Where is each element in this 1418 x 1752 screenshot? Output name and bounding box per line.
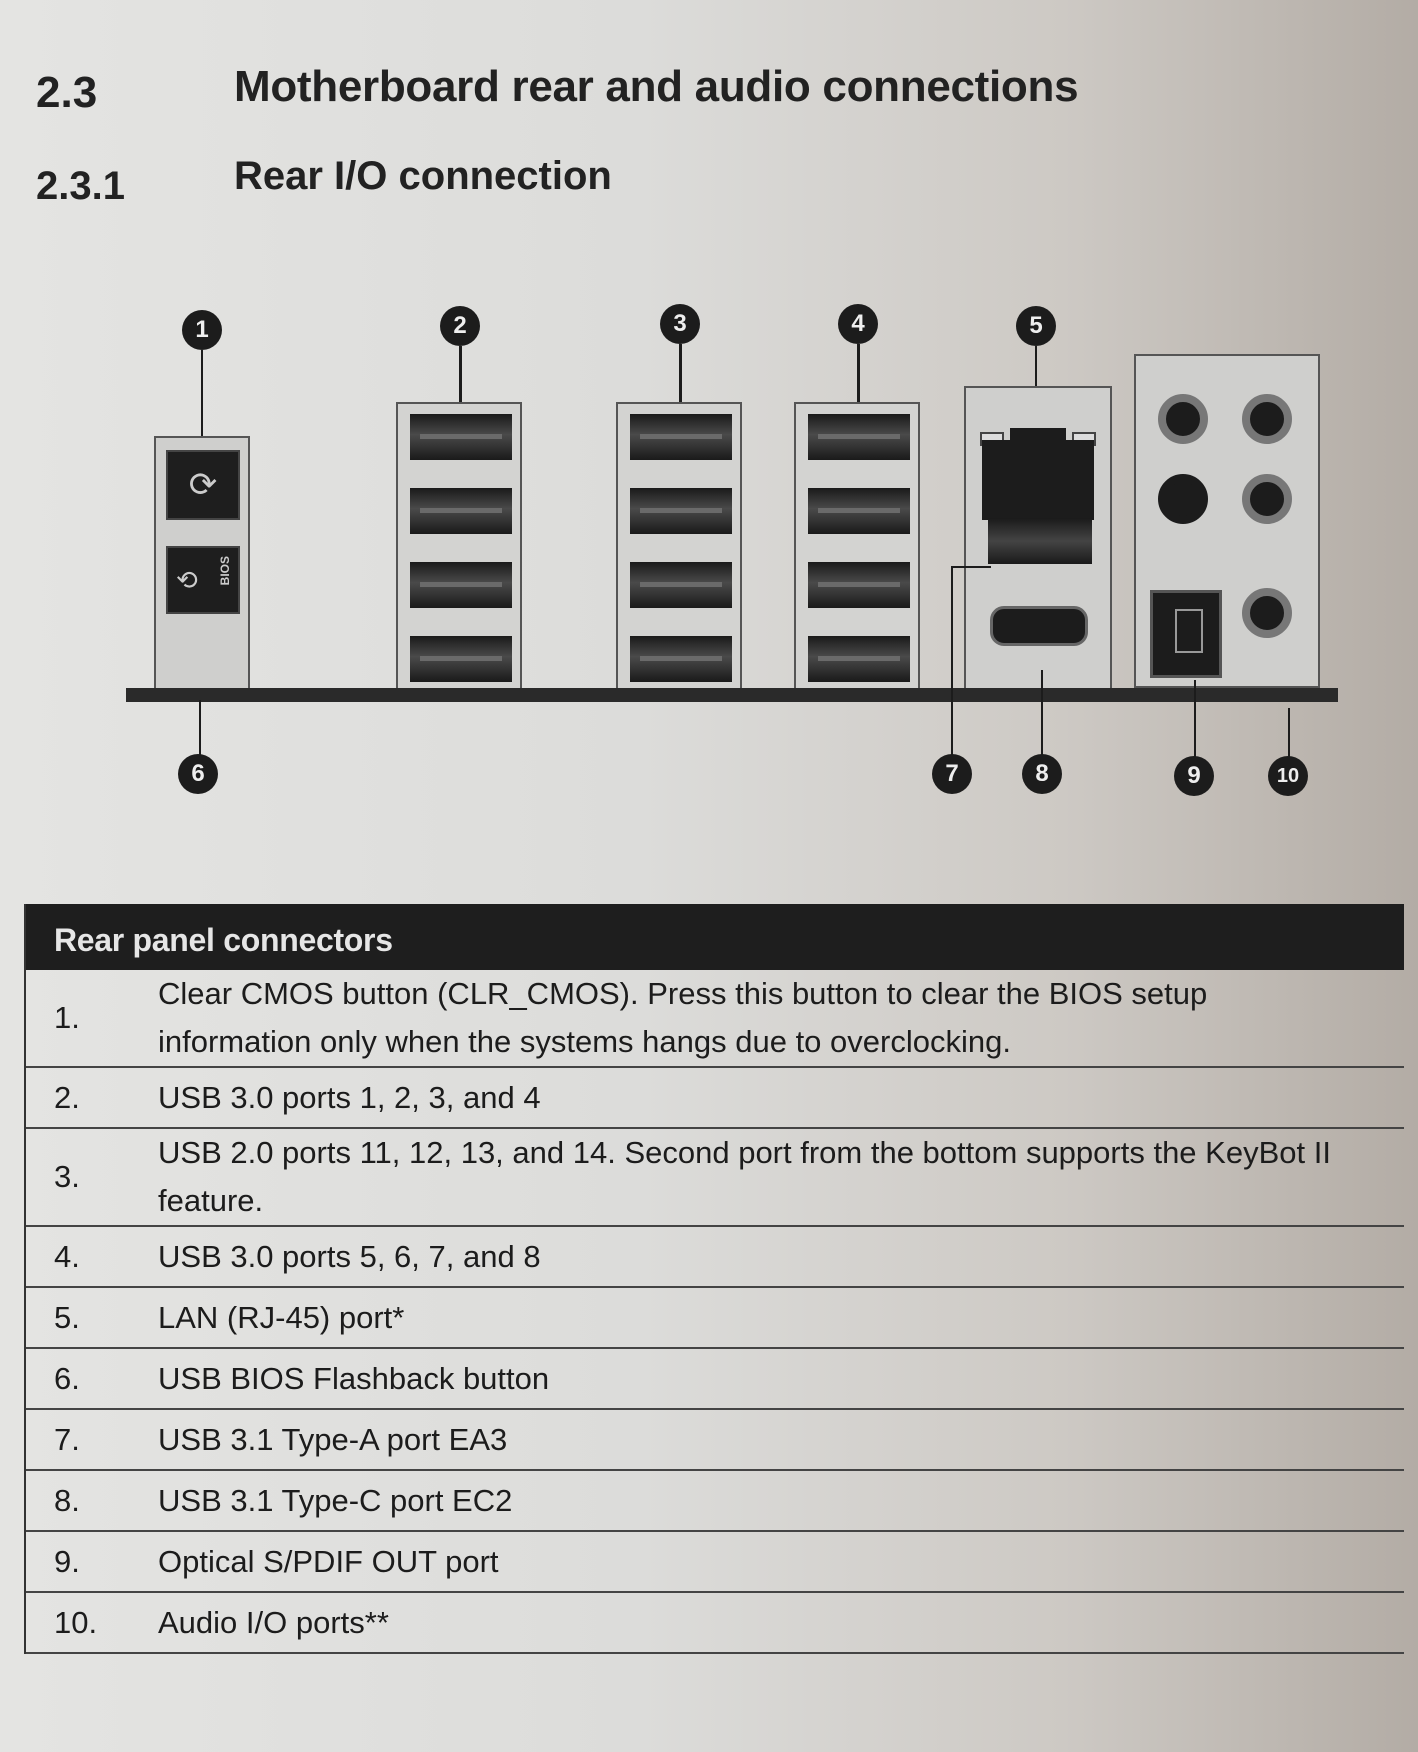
row-number: 5.	[54, 1299, 80, 1335]
row-number: 3.	[54, 1159, 80, 1194]
usb-port[interactable]	[410, 562, 512, 608]
optical-spdif-port[interactable]	[1150, 590, 1222, 678]
callout-7: 7	[932, 754, 972, 794]
leader-line-9	[1194, 680, 1196, 758]
table-row: 5. LAN (RJ-45) port*	[26, 1288, 1404, 1349]
row-description: USB 3.0 ports 5, 6, 7, and 8	[158, 1238, 541, 1274]
row-description: USB 3.1 Type-C port EC2	[158, 1482, 513, 1518]
usb31-type-c-port[interactable]	[990, 606, 1088, 646]
usb3-stack-1	[396, 402, 522, 690]
refresh-icon: ⟳	[188, 466, 218, 504]
leader-line-7-horizontal	[951, 566, 991, 568]
table-row: 3. USB 2.0 ports 11, 12, 13, and 14. Sec…	[26, 1129, 1404, 1227]
leader-line-1	[201, 350, 203, 440]
rear-panel-connectors-table: Rear panel connectors 1. Clear CMOS butt…	[24, 904, 1404, 1654]
rear-io-diagram: 1 2 3 4 5 ⟳ ⟲ BIOS	[0, 290, 1418, 810]
callout-10: 10	[1268, 756, 1308, 796]
table-row: 9. Optical S/PDIF OUT port	[26, 1532, 1404, 1593]
usb-port[interactable]	[808, 488, 910, 534]
callout-1: 1	[182, 310, 222, 350]
audio-jack[interactable]	[1242, 474, 1292, 524]
row-number: 4.	[54, 1238, 80, 1274]
row-number: 9.	[54, 1543, 80, 1579]
section-number: 2.3	[36, 68, 98, 117]
table-row: 1. Clear CMOS button (CLR_CMOS). Press t…	[26, 970, 1404, 1068]
bios-label: BIOS	[218, 556, 232, 586]
table-row: 2. USB 3.0 ports 1, 2, 3, and 4	[26, 1068, 1404, 1129]
usb-port[interactable]	[808, 636, 910, 682]
leader-line-7	[951, 566, 953, 756]
row-description: Optical S/PDIF OUT port	[158, 1543, 499, 1579]
clear-cmos-button[interactable]: ⟳	[166, 450, 240, 520]
usb31-type-a-port[interactable]	[988, 518, 1092, 564]
table-row: 6. USB BIOS Flashback button	[26, 1349, 1404, 1410]
row-description: USB 2.0 ports 11, 12, 13, and 14. Second…	[158, 1135, 1331, 1218]
flashback-icon: ⟲	[176, 564, 198, 595]
usb-port[interactable]	[410, 414, 512, 460]
callout-9: 9	[1174, 756, 1214, 796]
row-number: 7.	[54, 1421, 80, 1457]
callout-6: 6	[178, 754, 218, 794]
table-row: 8. USB 3.1 Type-C port EC2	[26, 1471, 1404, 1532]
section-title: Motherboard rear and audio connections	[234, 62, 1079, 111]
row-description: Audio I/O ports**	[158, 1604, 389, 1640]
callout-3: 3	[660, 304, 700, 344]
usb-port[interactable]	[630, 414, 732, 460]
table-row: 7. USB 3.1 Type-A port EA3	[26, 1410, 1404, 1471]
usb-port[interactable]	[630, 488, 732, 534]
row-description: USB 3.0 ports 1, 2, 3, and 4	[158, 1079, 541, 1115]
audio-jack[interactable]	[1242, 394, 1292, 444]
lan-port[interactable]	[982, 440, 1094, 520]
row-number: 1.	[54, 1000, 80, 1035]
usb-port[interactable]	[630, 562, 732, 608]
bios-flashback-button[interactable]: ⟲ BIOS	[166, 546, 240, 614]
row-description: USB 3.1 Type-A port EA3	[158, 1421, 508, 1457]
usb3-stack-2	[794, 402, 920, 690]
row-number: 8.	[54, 1482, 80, 1518]
callout-2: 2	[440, 306, 480, 346]
subsection-number: 2.3.1	[36, 164, 125, 208]
callout-5: 5	[1016, 306, 1056, 346]
usb-port[interactable]	[808, 562, 910, 608]
usb-port[interactable]	[410, 488, 512, 534]
row-number: 10.	[54, 1604, 98, 1640]
usb-port[interactable]	[808, 414, 910, 460]
lan-usb31-block	[964, 386, 1112, 692]
row-description: Clear CMOS button (CLR_CMOS). Press this…	[158, 976, 1208, 1059]
row-description: USB BIOS Flashback button	[158, 1360, 550, 1396]
table-header: Rear panel connectors	[26, 904, 1404, 970]
row-number: 2.	[54, 1079, 80, 1115]
usb2-stack	[616, 402, 742, 690]
audio-jack[interactable]	[1242, 588, 1292, 638]
table-row: 10. Audio I/O ports**	[26, 1593, 1404, 1654]
callout-8: 8	[1022, 754, 1062, 794]
table-row: 4. USB 3.0 ports 5, 6, 7, and 8	[26, 1227, 1404, 1288]
audio-block	[1134, 354, 1320, 688]
leader-line-6	[199, 700, 201, 756]
row-description: LAN (RJ-45) port*	[158, 1299, 405, 1335]
row-number: 6.	[54, 1360, 80, 1396]
callout-4: 4	[838, 304, 878, 344]
io-shield-baseline	[126, 688, 1338, 702]
usb-port[interactable]	[630, 636, 732, 682]
subsection-title: Rear I/O connection	[234, 154, 612, 198]
usb-port[interactable]	[410, 636, 512, 682]
leader-line-8	[1041, 670, 1043, 756]
leader-line-10	[1288, 708, 1290, 758]
audio-jack[interactable]	[1158, 394, 1208, 444]
button-panel: ⟳ ⟲ BIOS	[154, 436, 250, 690]
audio-jack[interactable]	[1158, 474, 1208, 524]
